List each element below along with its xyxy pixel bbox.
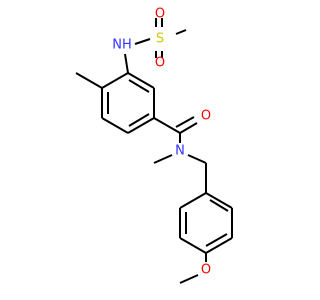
atom-o-sulfonyl-left: O [155, 7, 165, 22]
bond-b1-b2-inner [209, 199, 229, 212]
bonds [75, 18, 233, 284]
bond-ch3-s [175, 29, 187, 35]
atom-nh: NH [112, 38, 132, 53]
bond-o-ch3 [179, 274, 199, 284]
bond-b1-b2 [205, 192, 233, 209]
bond-c-o-2 [175, 116, 195, 128]
bond-c-o [179, 122, 198, 134]
bond-c2-c3-inner [128, 79, 150, 93]
bond-nh-c3 [124, 53, 129, 74]
atom-n-amide: N [175, 144, 185, 159]
bond-c1-carbonyl [153, 117, 181, 134]
bond-n-ch2 [187, 154, 207, 164]
bond-c5-c6 [101, 117, 129, 134]
bond-b4-b5 [179, 237, 207, 254]
atom-o-sulfonyl-right: O [155, 56, 165, 71]
atom-labels: NH S O O O N O [112, 7, 211, 278]
bond-b3-b4 [205, 237, 233, 254]
bond-s-nh [134, 38, 151, 45]
bond-c6-c1-inner [128, 113, 150, 127]
bond-n-ch3 [153, 154, 173, 164]
bond-c2-c3 [127, 72, 155, 89]
atom-o-methoxy: O [201, 263, 211, 278]
bond-b6-b1 [179, 192, 207, 209]
bond-c6-c1 [127, 117, 155, 134]
molecule-structure: NH S O O O N O [75, 7, 233, 284]
bond-c4-ch3 [75, 72, 103, 89]
atom-o-carbonyl: O [201, 109, 211, 124]
atom-s: S [156, 32, 164, 47]
bond-c3-c4 [101, 72, 129, 89]
bond-b3-b4-inner [205, 233, 228, 247]
